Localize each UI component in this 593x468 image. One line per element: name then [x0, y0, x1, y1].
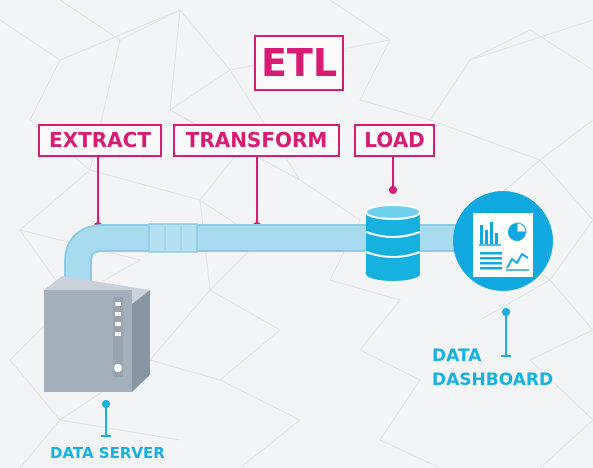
dashboard-charts-icon [453, 191, 553, 291]
database-cylinder-icon [365, 204, 421, 281]
data-dashboard-caption: DATA DASHBOARD [432, 344, 553, 392]
server-tower-icon [44, 276, 150, 392]
stage-transform-label: TRANSFORM [173, 124, 340, 157]
data-server-caption: DATA SERVER [50, 444, 165, 462]
caption-connectors [101, 308, 511, 437]
data-pipe [64, 223, 470, 295]
data-dashboard-caption-line1: DATA [432, 346, 482, 366]
stage-extract-label: EXTRACT [38, 124, 162, 157]
data-dashboard-caption-line2: DASHBOARD [432, 370, 554, 390]
diagram-title: ETL [254, 35, 344, 91]
stage-load-label: LOAD [354, 124, 435, 157]
stage-connectors [94, 157, 397, 230]
